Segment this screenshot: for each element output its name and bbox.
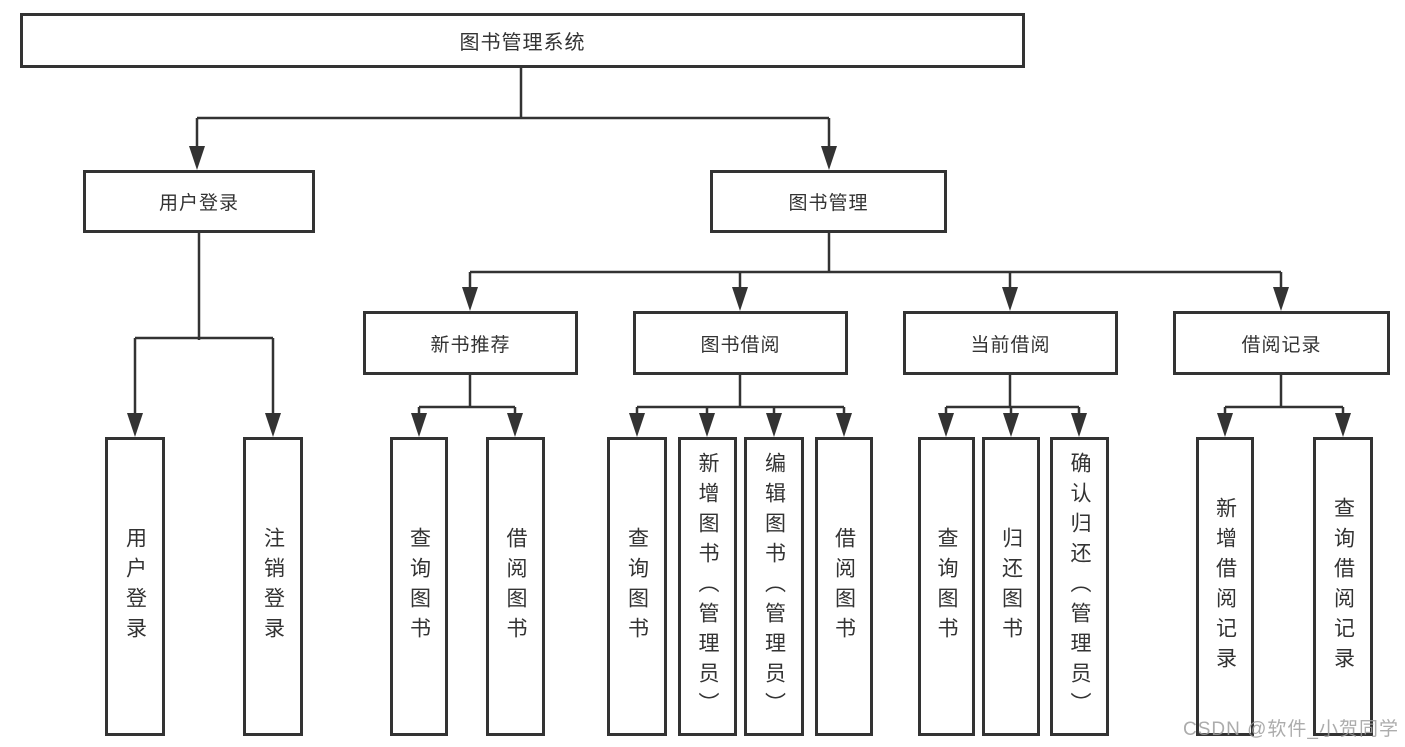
leaf-bb-add: 新增图书（管理员） — [678, 437, 737, 736]
csdn-watermark: CSDN @软件_小贺同学 — [1183, 719, 1399, 740]
connector-book-mgmt-to-level2 — [462, 233, 1289, 311]
node-book-borrow-label: 图书借阅 — [700, 334, 781, 356]
node-root: 图书管理系统 — [20, 13, 1025, 68]
leaf-user-login-label: 用户登录 — [123, 526, 147, 647]
node-book-borrow: 图书借阅 — [633, 311, 848, 375]
node-new-book-rec: 新书推荐 — [363, 311, 578, 375]
node-current-borrow: 当前借阅 — [903, 311, 1118, 375]
leaf-bb-borrow: 借阅图书 — [815, 437, 873, 736]
node-borrow-record: 借阅记录 — [1173, 311, 1390, 375]
leaf-user-login: 用户登录 — [105, 437, 165, 736]
leaf-bb-query-label: 查询图书 — [625, 526, 649, 647]
leaf-cb-return-label: 归还图书 — [999, 526, 1023, 647]
leaf-nb-query: 查询图书 — [390, 437, 448, 736]
node-new-book-rec-label: 新书推荐 — [430, 334, 511, 356]
leaf-bb-edit-label: 编辑图书（管理员） — [762, 451, 786, 722]
leaf-logout: 注销登录 — [243, 437, 303, 736]
connector-user-login-to-leaves — [127, 233, 281, 437]
node-borrow-record-label: 借阅记录 — [1241, 334, 1322, 356]
leaf-br-query-label: 查询借阅记录 — [1331, 496, 1355, 677]
leaf-nb-borrow: 借阅图书 — [486, 437, 545, 736]
leaf-cb-confirm: 确认归还（管理员） — [1050, 437, 1109, 736]
node-user-login: 用户登录 — [83, 170, 315, 233]
leaf-cb-confirm-label: 确认归还（管理员） — [1068, 451, 1091, 722]
leaf-cb-return: 归还图书 — [982, 437, 1040, 736]
leaf-cb-query: 查询图书 — [918, 437, 975, 736]
leaf-cb-query-label: 查询图书 — [935, 526, 958, 647]
leaf-bb-edit: 编辑图书（管理员） — [744, 437, 804, 736]
node-book-mgmt: 图书管理 — [710, 170, 947, 233]
leaf-nb-borrow-label: 借阅图书 — [504, 526, 527, 647]
leaf-bb-borrow-label: 借阅图书 — [832, 526, 856, 647]
leaf-br-add-label: 新增借阅记录 — [1213, 496, 1237, 677]
node-book-mgmt-label: 图书管理 — [788, 193, 869, 214]
connector-root-to-level1 — [189, 68, 837, 170]
leaf-nb-query-label: 查询图书 — [407, 526, 431, 647]
connector-new-book-rec-to-leaves — [411, 375, 523, 437]
leaf-br-query: 查询借阅记录 — [1313, 437, 1373, 736]
connector-book-borrow-to-leaves — [629, 375, 852, 437]
node-current-borrow-label: 当前借阅 — [970, 334, 1051, 356]
connector-borrow-record-to-leaves — [1217, 375, 1351, 437]
leaf-bb-query: 查询图书 — [607, 437, 667, 736]
leaf-logout-label: 注销登录 — [261, 526, 285, 647]
node-user-login-label: 用户登录 — [158, 193, 239, 214]
node-root-label: 图书管理系统 — [459, 32, 586, 54]
connector-current-borrow-to-leaves — [938, 375, 1087, 437]
leaf-bb-add-label: 新增图书（管理员） — [696, 451, 719, 722]
leaf-br-add: 新增借阅记录 — [1196, 437, 1254, 736]
